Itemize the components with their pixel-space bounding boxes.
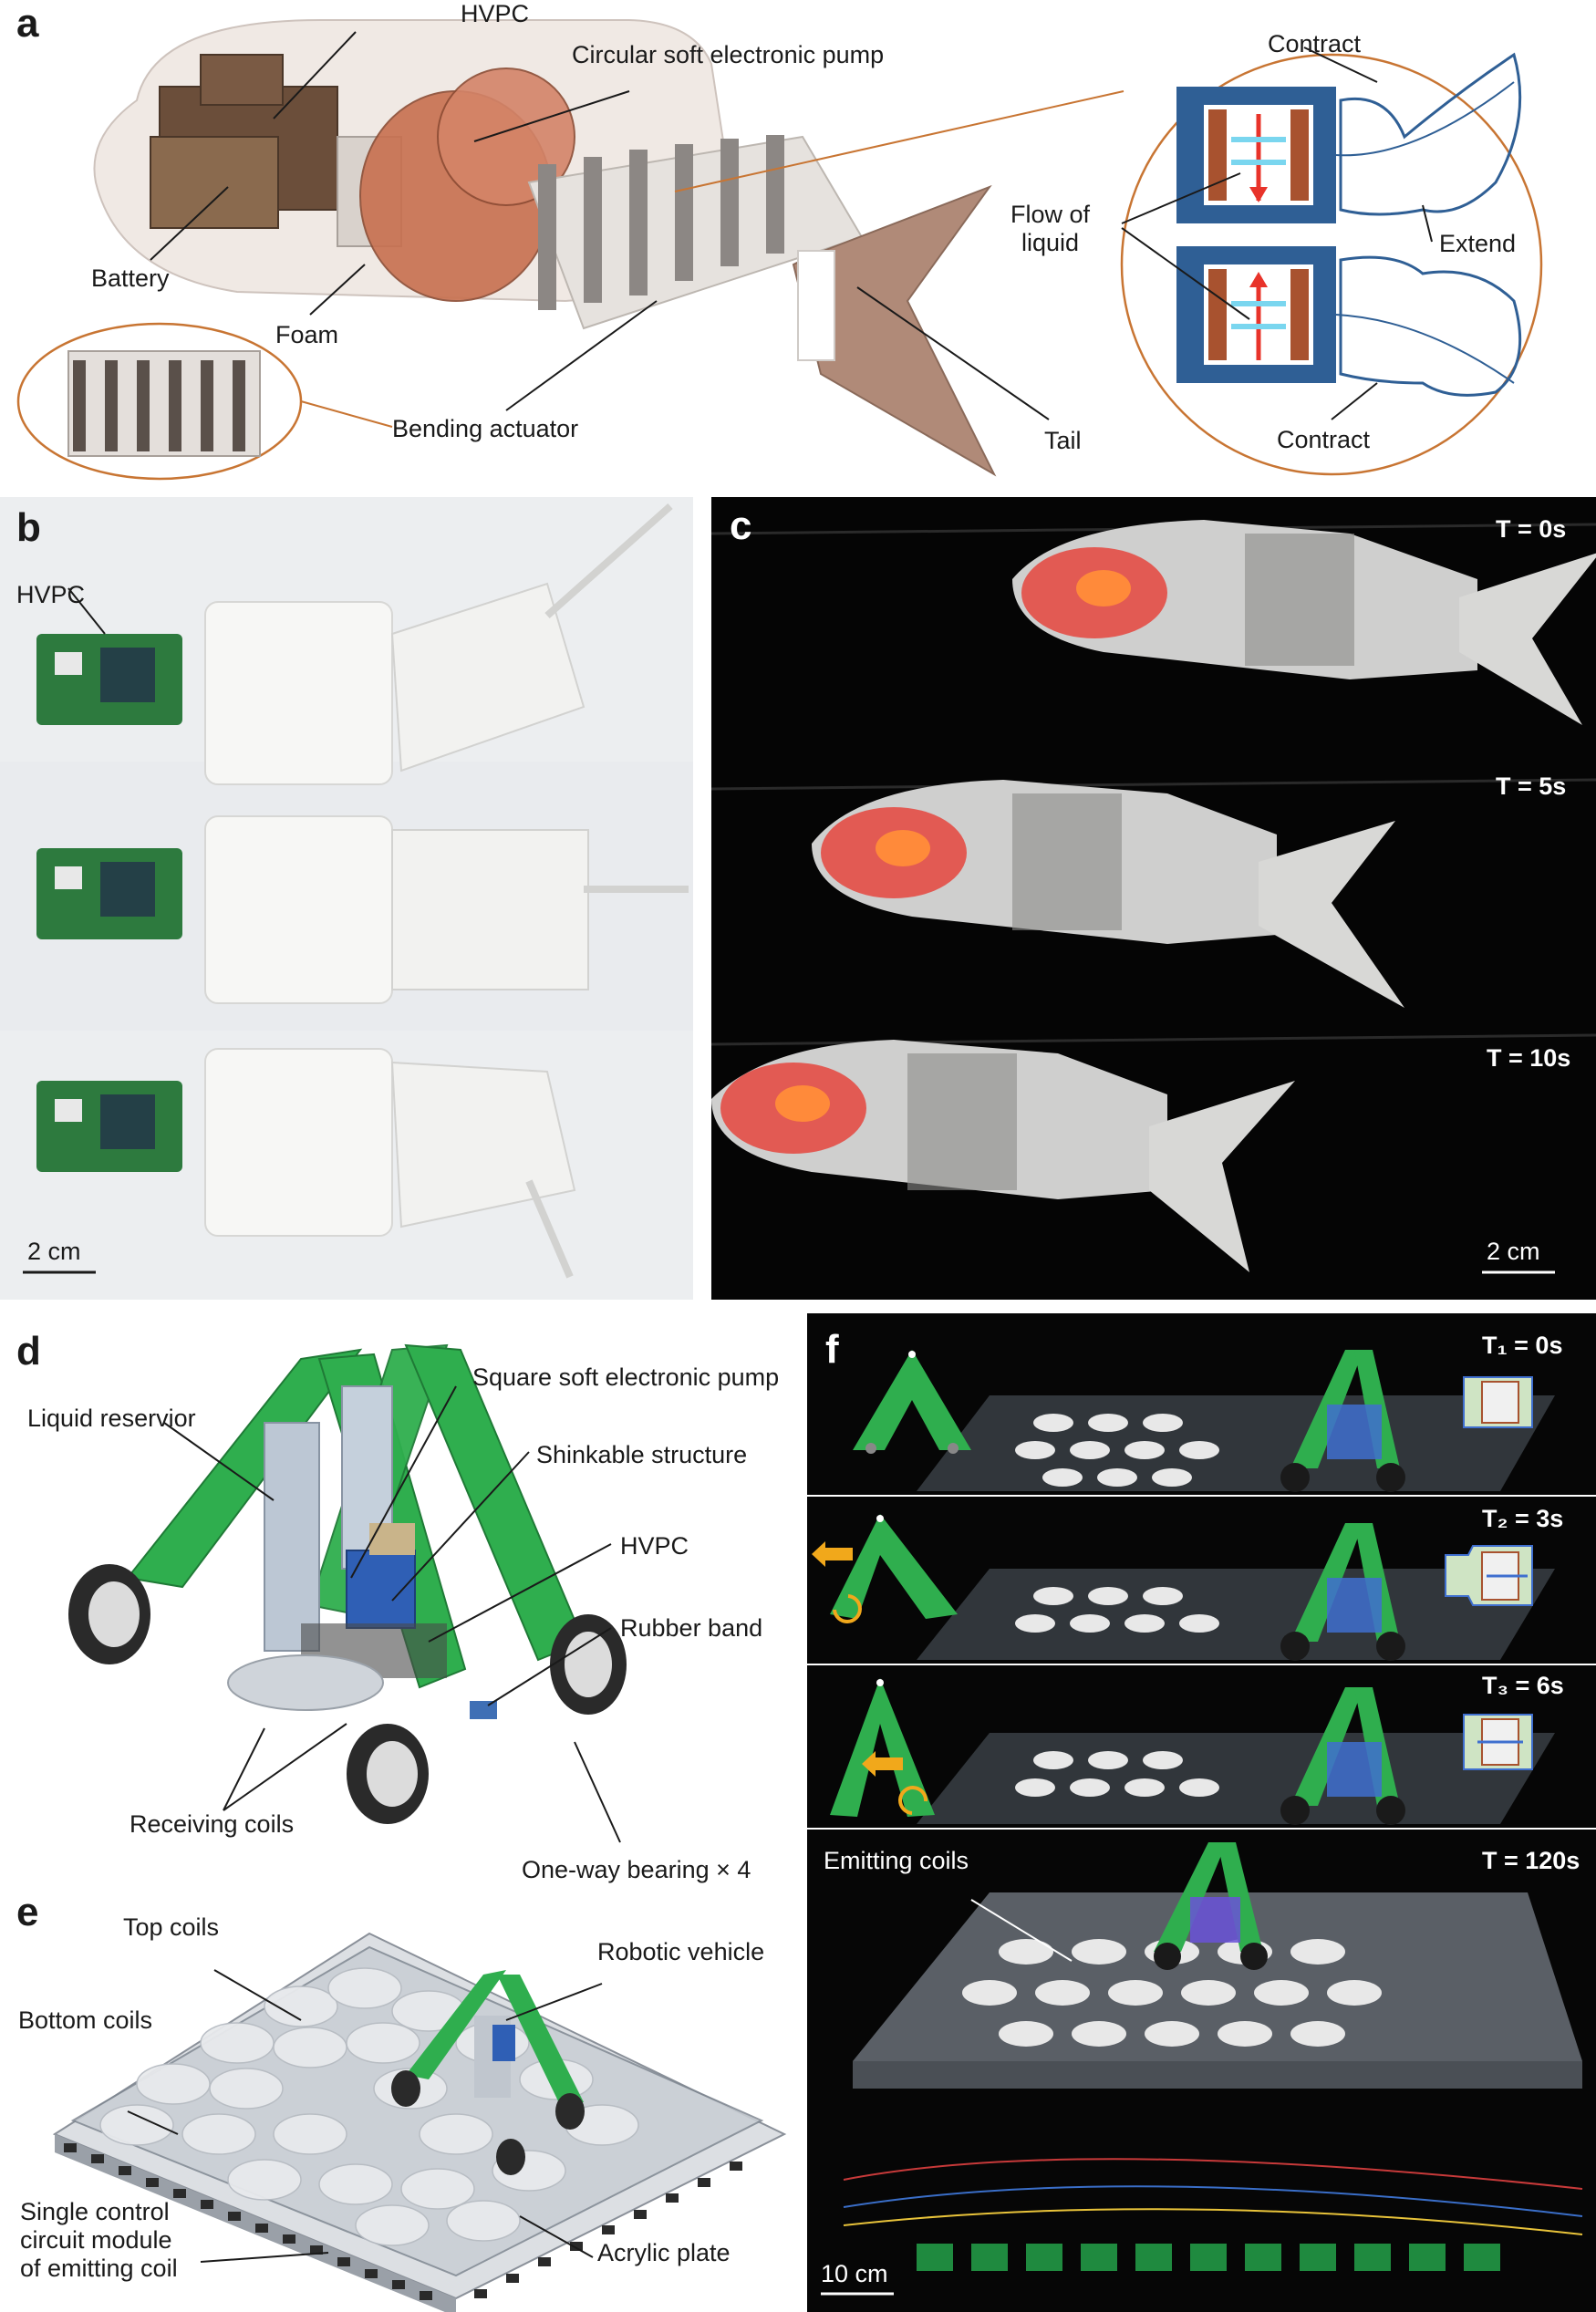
time-label-t5: T = 5s <box>1496 772 1567 800</box>
row-t120 <box>821 1842 1583 2296</box>
time-label-t120: T = 120s <box>1482 1847 1580 1874</box>
label-square-pump: Square soft electronic pump <box>472 1363 780 1391</box>
panel-e: e <box>0 1888 803 2312</box>
panel-a-letter: a <box>16 1 39 46</box>
label-liquid-reservoir: Liquid reservior <box>27 1405 196 1432</box>
battery-block <box>150 136 279 229</box>
bending-actuator <box>527 135 864 330</box>
control-modules-right <box>474 2162 742 2298</box>
label-receiving-coils: Receiving coils <box>130 1810 295 1838</box>
label-extend: Extend <box>1439 230 1517 257</box>
fish-swim-t0 <box>1012 520 1596 725</box>
label-acrylic-plate: Acrylic plate <box>597 2239 731 2266</box>
panel-a-illustration <box>16 18 1543 481</box>
label-contract-top: Contract <box>1268 30 1362 57</box>
row-t2 <box>812 1514 1555 1661</box>
label-flow-of-liquid: Flow of liquid <box>1010 201 1091 257</box>
panel-e-letter: e <box>16 1890 39 1934</box>
panel-a: a <box>0 0 1596 492</box>
pump-detail-circle <box>1120 53 1543 476</box>
label-shinkable-structure: Shinkable structure <box>536 1441 748 1468</box>
label-emitting-coils: Emitting coils <box>824 1847 969 1874</box>
time-label-t10: T = 10s <box>1487 1044 1571 1072</box>
row-t3 <box>830 1678 1555 1825</box>
pump-schematic-top <box>1176 52 1522 223</box>
wheel-front <box>347 1724 429 1824</box>
label-contract-bottom: Contract <box>1277 426 1371 453</box>
vehicle-frame <box>126 1343 586 1711</box>
time-label-t2: T₂ = 3s <box>1482 1505 1564 1532</box>
fish-photo-bent-up <box>36 503 673 785</box>
inset-actuator <box>67 350 261 457</box>
time-label-t1: T₁ = 0s <box>1482 1332 1563 1359</box>
scale-bar-c: 2 cm <box>1487 1238 1540 1265</box>
panel-b-letter: b <box>16 505 41 550</box>
panel-d-letter: d <box>16 1329 41 1374</box>
panel-d-illustration <box>68 1343 627 1843</box>
panel-c: c T = 0s T = 5s T <box>711 497 1596 1300</box>
time-label-t3: T₃ = 6s <box>1482 1672 1564 1699</box>
label-circular-pump: Circular soft electronic pump <box>572 41 885 68</box>
label-hvpc-d: HVPC <box>620 1532 689 1560</box>
panel-c-photos <box>711 520 1596 1274</box>
label-top-coils: Top coils <box>123 1913 220 1941</box>
label-foam: Foam <box>275 321 339 348</box>
label-robotic-vehicle: Robotic vehicle <box>597 1938 765 1965</box>
label-bending-actuator: Bending actuator <box>392 415 579 442</box>
panel-b: b <box>0 497 693 1300</box>
wheel-left-back <box>68 1564 150 1664</box>
panel-e-illustration <box>52 1932 787 2312</box>
panel-d: d <box>0 1313 803 1888</box>
label-rubber-band: Rubber band <box>620 1614 763 1642</box>
panel-c-letter: c <box>730 503 752 548</box>
label-hvpc-b: HVPC <box>16 581 86 608</box>
time-label-t0: T = 0s <box>1496 515 1567 543</box>
wheel-right-back <box>550 1614 627 1715</box>
scale-bar-b: 2 cm <box>27 1238 81 1265</box>
square-pump <box>346 1550 416 1629</box>
panel-f-photos <box>807 1350 1596 2296</box>
scale-bar-f: 10 cm <box>821 2260 888 2287</box>
label-tail: Tail <box>1044 427 1082 454</box>
fish-swim-t5 <box>812 780 1404 1008</box>
fish-swim-t10 <box>711 1040 1295 1272</box>
panel-f-letter: f <box>825 1327 839 1372</box>
panel-b-photos <box>0 497 693 1300</box>
pump-schematic-bottom <box>1176 246 1522 397</box>
robotic-vehicle-small <box>391 1970 585 2175</box>
fish-photo-straight <box>36 815 689 1004</box>
label-one-way-bearing: One-way bearing × 4 <box>522 1856 751 1883</box>
fish-photo-bent-down <box>36 1048 576 1279</box>
row-t1 <box>853 1350 1555 1492</box>
label-control-module: Single control circuit module of emittin… <box>20 2198 178 2283</box>
panel-f: f <box>807 1313 1596 2312</box>
control-modules-left <box>64 2143 432 2300</box>
label-battery: Battery <box>91 264 170 292</box>
label-hvpc-a: HVPC <box>461 0 530 27</box>
label-bottom-coils: Bottom coils <box>18 2006 153 2034</box>
